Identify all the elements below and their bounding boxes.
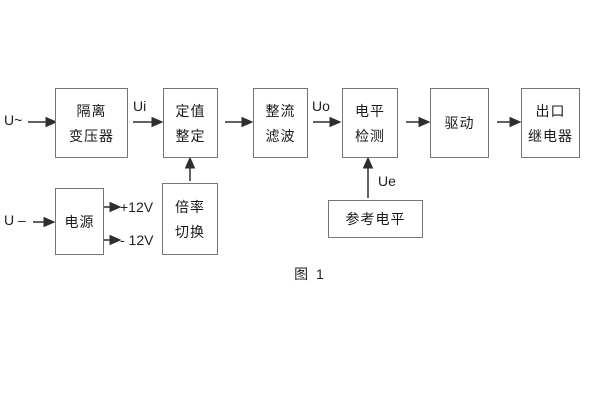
label-plus-12v: +12V [120,199,154,215]
label-dc-input: U – [4,212,26,228]
label-ue: Ue [378,173,396,189]
block-reference-level: 参考电平 [328,200,423,238]
block-label: 整定 [175,127,206,144]
block-label: 整流 [265,102,296,119]
block-label: 检测 [355,127,385,144]
block-label: 定值 [175,102,206,119]
block-rectifier-filter: 整流 滤波 [253,88,308,158]
block-label: 出口 [535,102,566,119]
label-ac-input: U~ [4,112,23,128]
block-isolation-transformer: 隔离 变压器 [55,88,128,158]
block-label: 滤波 [265,127,296,144]
block-label: 继电器 [528,127,573,144]
block-output-relay: 出口 继电器 [521,88,580,158]
block-drive: 驱动 [430,88,489,158]
label-uo: Uo [312,98,330,114]
block-label: 参考电平 [345,211,406,227]
block-label: 倍率 [175,198,205,215]
block-label: 电平 [355,102,385,119]
block-power-supply: 电源 [55,188,104,255]
block-label: 变压器 [69,127,114,144]
block-label: 电源 [64,213,95,230]
figure-caption: 图 1 [294,266,326,282]
block-level-detection: 电平 检测 [342,88,398,158]
block-ratio-switch: 倍率 切换 [162,183,218,255]
block-value-setting: 定值 整定 [163,88,218,158]
block-label: 隔离 [76,102,107,119]
block-label: 驱动 [444,115,475,131]
label-ui: Ui [133,98,147,114]
block-label: 切换 [175,223,205,240]
label-minus-12v: - 12V [120,232,154,248]
